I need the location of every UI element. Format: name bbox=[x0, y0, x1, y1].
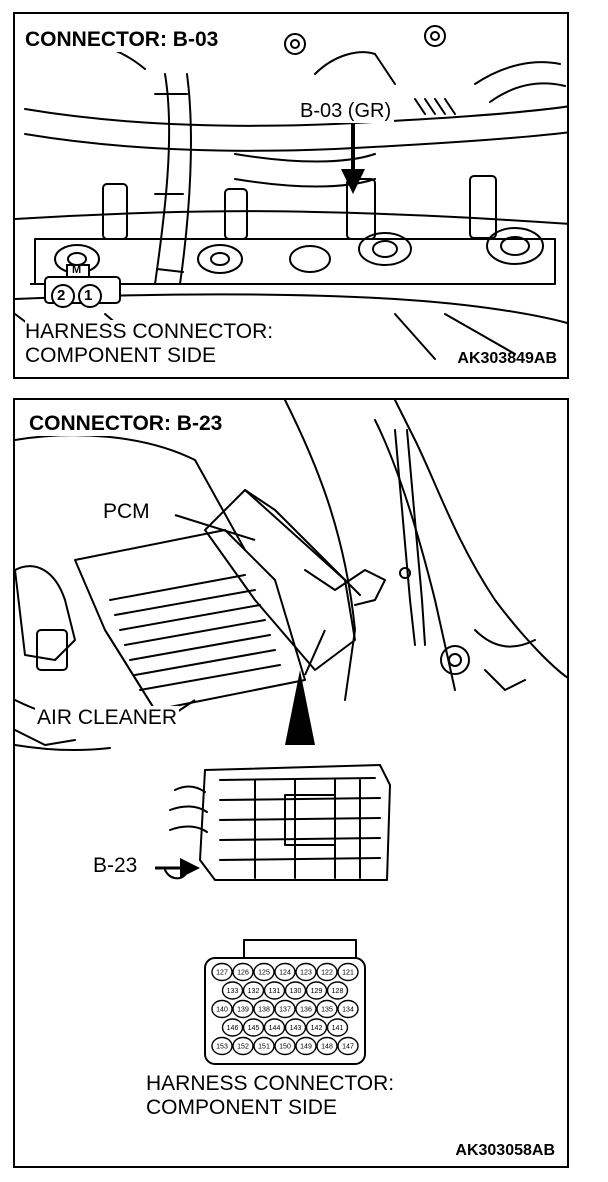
harness-caption: HARNESS CONNECTOR: COMPONENT SIDE bbox=[146, 1072, 394, 1120]
arrow-right-icon bbox=[155, 858, 200, 878]
connector-label: B-03 (GR) bbox=[297, 100, 395, 123]
connector-pin-label: 153 bbox=[216, 1044, 228, 1051]
connector-pin-label: 151 bbox=[258, 1044, 270, 1051]
connector-pin-label: 135 bbox=[321, 1007, 333, 1014]
connector-pin bbox=[284, 1018, 307, 1037]
connector-b03-panel: CONNECTOR: B-03 B-03 (GR) M 2 1 HARNESS … bbox=[13, 12, 569, 379]
connector-pin-label: 140 bbox=[216, 1007, 228, 1014]
engine-bay-illustration-b03 bbox=[15, 25, 567, 365]
connector-pin bbox=[263, 981, 286, 1000]
connector-pin bbox=[253, 962, 275, 982]
connector-pin bbox=[337, 999, 359, 1019]
plug-marker: M bbox=[72, 264, 82, 276]
connector-pin bbox=[221, 981, 244, 1000]
connector-pin bbox=[274, 1036, 296, 1056]
connector-pin bbox=[295, 1036, 317, 1056]
pcm-label: PCM bbox=[101, 500, 152, 524]
connector-pin-label: 132 bbox=[248, 988, 260, 995]
harness-caption: HARNESS CONNECTOR: COMPONENT SIDE bbox=[25, 320, 274, 368]
connector-pin bbox=[326, 1018, 349, 1037]
connector-title: CONNECTOR: B-03 bbox=[21, 28, 223, 52]
plug-face-symbol bbox=[30, 264, 135, 308]
caption-line: COMPONENT SIDE bbox=[146, 1096, 337, 1119]
connector-pin bbox=[274, 962, 296, 982]
connector-pin-label: 128 bbox=[332, 988, 344, 995]
connector-pin-label: 131 bbox=[269, 988, 281, 995]
connector-pin-label: 126 bbox=[237, 970, 249, 977]
connector-pin-label: 124 bbox=[279, 970, 291, 977]
connector-pin-label: 150 bbox=[279, 1044, 291, 1051]
engine-bay-illustration-b23: 127 126 125 124 123 122 121 133 132 131 130 129 128 1… bbox=[15, 400, 567, 1065]
connector-pin-label: 138 bbox=[258, 1007, 270, 1014]
connector-pin-grid: 127 126 125 124 123 122 121 133 132 131 130 129 128 1… bbox=[211, 962, 359, 1056]
connector-pin-label: 137 bbox=[279, 1007, 291, 1014]
connector-pin-label: 146 bbox=[227, 1025, 239, 1032]
connector-pin bbox=[242, 1018, 265, 1037]
connector-pin-label: 143 bbox=[290, 1025, 302, 1032]
connector-pin bbox=[295, 999, 317, 1019]
connector-pin bbox=[253, 1036, 275, 1056]
connector-pin-label: 133 bbox=[227, 988, 239, 995]
connector-pin-label: 148 bbox=[321, 1044, 333, 1051]
connector-pin-label: 145 bbox=[248, 1025, 260, 1032]
plug-pin: 2 bbox=[57, 287, 66, 304]
connector-pin-label: 130 bbox=[290, 988, 302, 995]
connector-pin-label: 149 bbox=[300, 1044, 312, 1051]
connector-pin-label: 121 bbox=[342, 970, 354, 977]
connector-pin bbox=[305, 981, 328, 1000]
connector-pin bbox=[316, 962, 338, 982]
connector-pin bbox=[211, 1036, 233, 1056]
caption-line: HARNESS CONNECTOR: bbox=[25, 320, 274, 343]
caption-line: HARNESS CONNECTOR: bbox=[146, 1072, 395, 1095]
connector-pin bbox=[232, 962, 254, 982]
connector-pin-label: 147 bbox=[342, 1044, 354, 1051]
connector-pin bbox=[305, 1018, 328, 1037]
figure-code: AK303849AB bbox=[457, 350, 557, 367]
figure-code: AK303058AB bbox=[455, 1142, 555, 1159]
connector-pin bbox=[284, 981, 307, 1000]
connector-pin bbox=[326, 981, 349, 1000]
connector-pin-label: 142 bbox=[311, 1025, 323, 1032]
connector-pin bbox=[211, 962, 233, 982]
b23-label: B-23 bbox=[91, 854, 140, 878]
connector-pin bbox=[221, 1018, 244, 1037]
connector-b23-panel: 127 126 125 124 123 122 121 133 132 131 130 129 128 1… bbox=[13, 398, 569, 1168]
connector-title: CONNECTOR: B-23 bbox=[25, 412, 227, 436]
arrow-down-icon bbox=[341, 124, 365, 194]
connector-pin-label: 152 bbox=[237, 1044, 249, 1051]
connector-pin bbox=[211, 999, 233, 1019]
connector-pin bbox=[253, 999, 275, 1019]
connector-pin-label: 123 bbox=[300, 970, 312, 977]
connector-pin bbox=[232, 1036, 254, 1056]
plug-pin: 1 bbox=[84, 287, 93, 304]
air-cleaner-label: AIR CLEANER bbox=[35, 706, 180, 730]
connector-pin-label: 134 bbox=[342, 1007, 354, 1014]
caption-line: COMPONENT SIDE bbox=[25, 344, 216, 367]
connector-pin bbox=[316, 999, 338, 1019]
connector-pin bbox=[242, 981, 265, 1000]
connector-pin-label: 122 bbox=[321, 970, 333, 977]
connector-pin-label: 125 bbox=[258, 970, 270, 977]
connector-pin-label: 144 bbox=[269, 1025, 281, 1032]
connector-pin bbox=[316, 1036, 338, 1056]
connector-pin bbox=[274, 999, 296, 1019]
connector-pin bbox=[337, 1036, 359, 1056]
connector-pin bbox=[232, 999, 254, 1019]
connector-pin-label: 141 bbox=[332, 1025, 344, 1032]
pointer-arrow-icon bbox=[285, 670, 315, 745]
connector-pin bbox=[337, 962, 359, 982]
connector-pin-label: 136 bbox=[300, 1007, 312, 1014]
connector-pin bbox=[295, 962, 317, 982]
connector-pin-label: 129 bbox=[311, 988, 323, 995]
connector-pin bbox=[263, 1018, 286, 1037]
connector-pin-label: 139 bbox=[237, 1007, 249, 1014]
connector-pin-label: 127 bbox=[216, 970, 228, 977]
